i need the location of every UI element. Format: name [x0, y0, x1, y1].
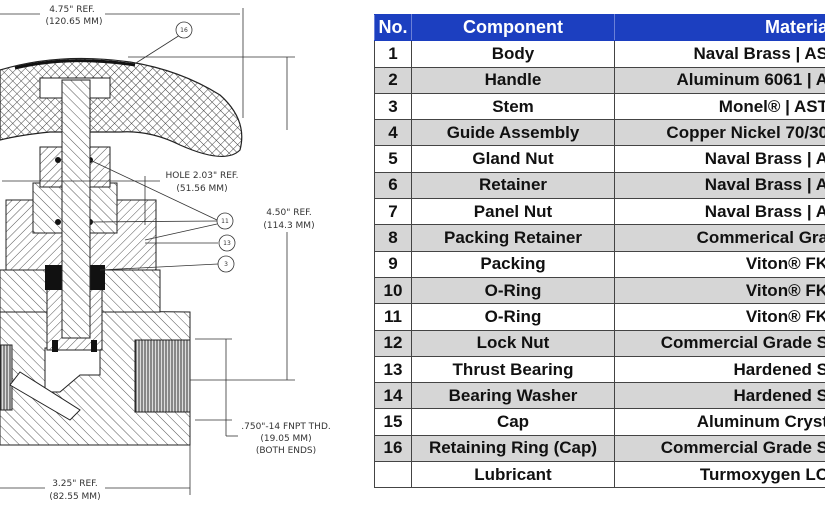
- dim-height-mm: (114.3 MM): [263, 221, 314, 231]
- cell-no: 10: [374, 276, 412, 305]
- cell-no: 1: [374, 40, 412, 68]
- dim-height: 4.50" REF.: [266, 208, 312, 218]
- dim-thread: .750"-14 FNPT THD.: [241, 422, 331, 432]
- dim-thread-note: (BOTH ENDS): [256, 446, 316, 456]
- cell-component: O-Ring: [411, 303, 615, 331]
- cell-material: Commercial Grade S: [614, 329, 825, 357]
- dim-thread-mm: (19.05 MM): [260, 434, 311, 444]
- cell-component: Cap: [411, 408, 615, 436]
- stem: [61, 79, 91, 339]
- cell-component: Body: [411, 40, 615, 68]
- cell-no: 8: [374, 224, 412, 252]
- cell-component: Panel Nut: [411, 198, 615, 226]
- cell-material: Commercial Grade S: [614, 434, 825, 463]
- callout-11: 11: [221, 218, 229, 225]
- cell-no: 4: [374, 119, 412, 147]
- cell-material: Viton® FK: [614, 276, 825, 305]
- cell-no: 2: [374, 66, 412, 94]
- dimension-lines: [0, 8, 295, 495]
- cell-no: 3: [374, 92, 412, 121]
- cell-component: Packing: [411, 250, 615, 278]
- cell-material: Hardened S: [614, 355, 825, 384]
- table-header-row: No. Component Materia: [374, 13, 825, 42]
- cell-material: Aluminum 6061 | A: [614, 66, 825, 94]
- dim-hole: HOLE 2.03" REF.: [166, 171, 239, 181]
- cell-no: 11: [374, 303, 412, 331]
- cell-no: 12: [374, 329, 412, 357]
- cell-component: Retainer: [411, 171, 615, 200]
- cell-material: Aluminum Cryst: [614, 408, 825, 436]
- cell-component: Thrust Bearing: [411, 355, 615, 384]
- cell-material: Viton® FK: [614, 250, 825, 278]
- handle: [0, 57, 243, 158]
- cell-no: 15: [374, 408, 412, 436]
- header-material: Materia: [614, 13, 825, 42]
- cell-no: 9: [374, 250, 412, 278]
- callouts: [175, 21, 236, 273]
- cell-material: Turmoxygen LC: [614, 461, 825, 489]
- cell-material: Naval Brass | A: [614, 145, 825, 173]
- cell-material: Naval Brass | AS: [614, 40, 825, 68]
- cell-component: Guide Assembly: [411, 119, 615, 147]
- dim-overall-width: 4.75" REF.: [49, 5, 95, 15]
- cell-material: Monel® | AST: [614, 92, 825, 121]
- cell-no: [374, 461, 412, 489]
- cell-no: 13: [374, 355, 412, 384]
- cell-component: Handle: [411, 66, 615, 94]
- cell-no: 7: [374, 198, 412, 226]
- cell-material: Naval Brass | A: [614, 198, 825, 226]
- cell-component: Lubricant: [411, 461, 615, 489]
- header-component: Component: [411, 13, 615, 42]
- cell-component: Retaining Ring (Cap): [411, 434, 615, 463]
- cell-component: Stem: [411, 92, 615, 121]
- header-no: No.: [374, 13, 412, 42]
- cell-component: Gland Nut: [411, 145, 615, 173]
- cell-component: Packing Retainer: [411, 224, 615, 252]
- valve-cross-section-drawing: 16 11 13 3 4.75" REF. (120.65 MM) HOLE 2…: [0, 5, 331, 502]
- cell-no: 5: [374, 145, 412, 173]
- dim-body-width: 3.25" REF.: [52, 479, 98, 489]
- cell-material: Viton® FK: [614, 303, 825, 331]
- cell-component: O-Ring: [411, 276, 615, 305]
- cell-material: Naval Brass | A: [614, 171, 825, 200]
- cell-component: Bearing Washer: [411, 382, 615, 410]
- callout-16: 16: [180, 27, 188, 34]
- dim-overall-width-mm: (120.65 MM): [46, 17, 103, 27]
- cell-material: Hardened S: [614, 382, 825, 410]
- cell-material: Commerical Gra: [614, 224, 825, 252]
- dim-body-width-mm: (82.55 MM): [49, 492, 100, 502]
- cell-no: 6: [374, 171, 412, 200]
- cell-material: Copper Nickel 70/30: [614, 119, 825, 147]
- dim-hole-mm: (51.56 MM): [176, 184, 227, 194]
- cell-component: Lock Nut: [411, 329, 615, 357]
- callout-13: 13: [223, 240, 231, 247]
- callout-3: 3: [224, 261, 228, 268]
- cell-no: 16: [374, 434, 412, 463]
- cell-no: 14: [374, 382, 412, 410]
